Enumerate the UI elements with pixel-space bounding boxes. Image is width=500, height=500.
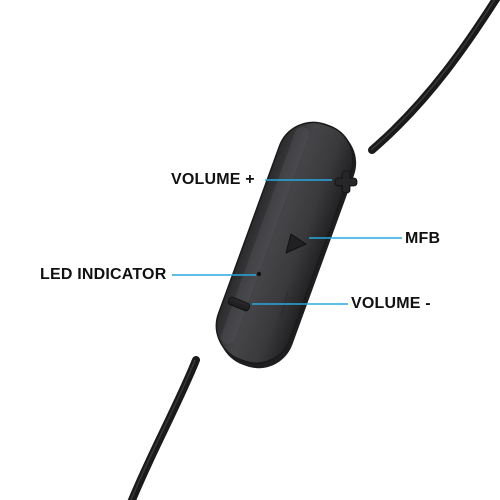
label-mfb: MFB xyxy=(405,230,441,247)
remote-control xyxy=(215,121,357,369)
remote-body xyxy=(215,121,354,364)
remote-body-sheen xyxy=(221,127,309,345)
cable-bottom xyxy=(127,356,200,500)
volume-down-button[interactable] xyxy=(227,296,251,312)
cable-top-highlight xyxy=(370,0,496,151)
volume-up-button[interactable] xyxy=(334,170,358,194)
label-volume-minus: VOLUME - xyxy=(351,295,431,312)
cable-bottom-highlight xyxy=(130,359,196,500)
label-volume-plus: VOLUME + xyxy=(171,171,255,188)
mfb-button[interactable] xyxy=(285,233,307,254)
label-led-indicator: LED INDICATOR xyxy=(40,266,167,283)
led-dot-icon xyxy=(256,271,262,277)
